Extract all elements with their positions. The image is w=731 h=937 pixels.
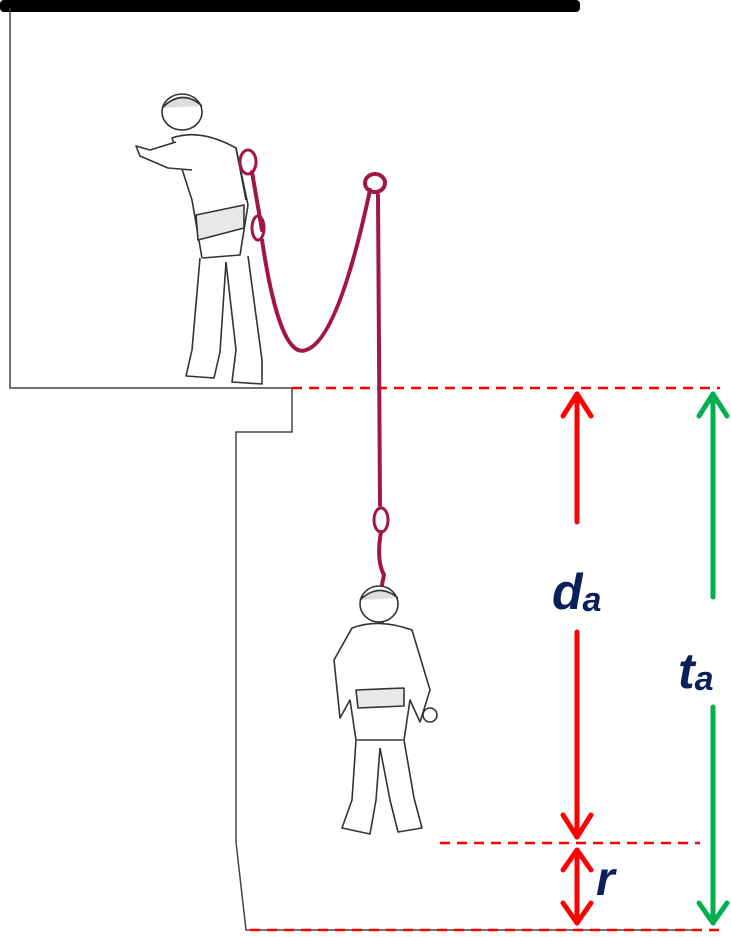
deceleration-distance-label: da (552, 564, 601, 620)
total-distance-label: ta (678, 643, 714, 699)
lanyard-snap-hook (372, 506, 390, 534)
lanyard (238, 148, 390, 647)
top-ledge-bar (0, 0, 580, 12)
deceleration-distance-arrow (560, 391, 594, 840)
residual-label: r (596, 853, 617, 906)
anchor-ring (363, 172, 387, 194)
d-main: d (552, 564, 584, 620)
t-main: t (678, 643, 697, 699)
worker-suspended-figure (333, 585, 438, 835)
shock-absorber-clip (250, 214, 266, 242)
d-sub: a (583, 581, 602, 619)
dorsal-d-ring (238, 148, 258, 176)
total-distance-arrow (696, 391, 730, 926)
building-outline (9, 8, 700, 931)
worker-standing-figure (135, 93, 263, 385)
t-sub: a (695, 660, 714, 698)
residual-arrow (560, 847, 594, 926)
